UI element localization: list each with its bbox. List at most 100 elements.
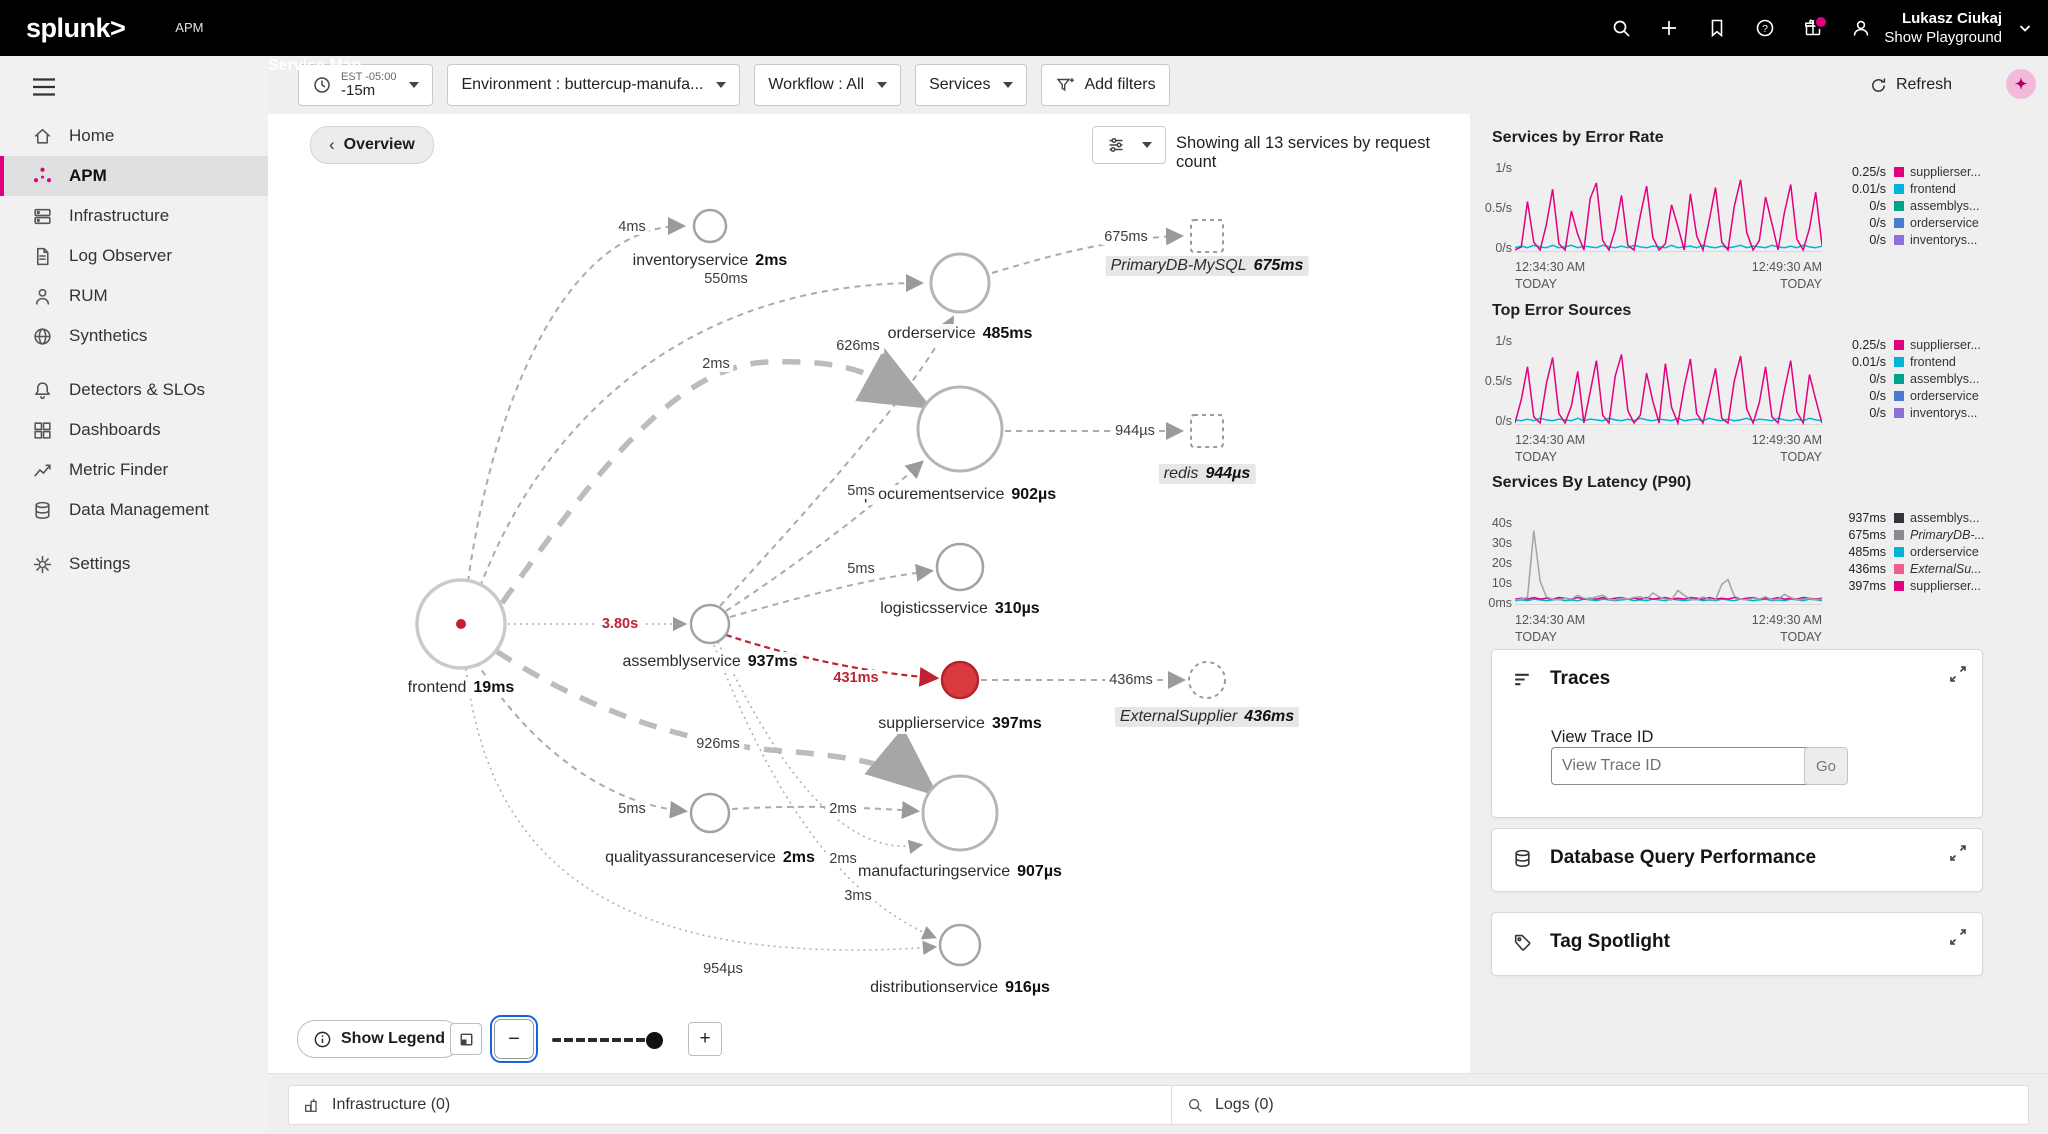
apm-icon <box>33 167 52 182</box>
sidebar-item-apm[interactable]: APM <box>0 156 268 196</box>
user-names: Lukasz Ciukaj Show Playground <box>1884 9 2002 48</box>
service-node-procurementservice[interactable] <box>916 385 1004 473</box>
sidebar-item-metric-finder[interactable]: Metric Finder <box>0 450 268 490</box>
y-axis-tick: 0ms <box>1488 596 1512 610</box>
sidebar-item-detectors-slos[interactable]: Detectors & SLOs <box>0 370 268 410</box>
logs-drawer[interactable]: Logs (0) <box>1171 1085 2029 1125</box>
db-query-performance-title: Database Query Performance <box>1550 847 1817 868</box>
service-node-primarydb-mysql[interactable] <box>1190 219 1224 253</box>
service-node-assemblyservice[interactable] <box>689 603 731 645</box>
zoom-in-button[interactable]: + <box>688 1022 722 1056</box>
service-node-manufacturingservice[interactable] <box>921 774 999 852</box>
service-node-logisticsservice[interactable] <box>935 542 985 592</box>
expand-icon[interactable] <box>1948 843 1968 863</box>
sidebar-item-rum[interactable]: RUM <box>0 276 268 316</box>
user-org: Show Playground <box>1884 29 2002 46</box>
map-display-options[interactable] <box>1092 126 1166 164</box>
sidebar-item-data-management[interactable]: Data Management <box>0 490 268 530</box>
rum-icon <box>35 288 50 305</box>
search-icon[interactable] <box>1610 17 1632 39</box>
topbar: splunk> APM Service Map ? Lukasz Ciukaj … <box>0 0 2048 74</box>
show-legend-label: Show Legend <box>341 1030 445 1047</box>
sidebar-item-label: Log Observer <box>69 246 172 265</box>
user-menu[interactable]: Lukasz Ciukaj Show Playground <box>1850 9 2031 48</box>
sidebar-item-home[interactable]: Home <box>0 116 268 156</box>
environment-filter[interactable]: Environment : buttercup-manufa... <box>447 64 741 106</box>
service-node-qualityassuranceservice[interactable] <box>689 792 731 834</box>
logs-drawer-label: Logs (0) <box>1215 1096 1274 1113</box>
fit-to-screen-button[interactable] <box>450 1023 482 1055</box>
help-icon[interactable]: ? <box>1754 17 1776 39</box>
chart-title-latency: Services By Latency (P90) <box>1492 474 1692 491</box>
sidebar-item-synthetics[interactable]: Synthetics <box>0 316 268 356</box>
y-axis-tick: 40s <box>1491 516 1512 530</box>
menu-toggle-icon[interactable] <box>32 78 56 96</box>
service-node-redis[interactable] <box>1190 414 1224 448</box>
infrastructure-drawer[interactable]: Infrastructure (0) <box>288 1085 1190 1125</box>
database-icon <box>1515 849 1530 867</box>
database-query-performance-card[interactable]: Database Query Performance <box>1491 828 1983 892</box>
tag-spotlight-card[interactable]: Tag Spotlight <box>1491 912 1983 976</box>
service-node-supplierservice[interactable] <box>940 660 980 700</box>
sidebar-item-infrastructure[interactable]: Infrastructure <box>0 196 268 236</box>
sidebar-item-log-observer[interactable]: Log Observer <box>0 236 268 276</box>
chevron-down-icon <box>409 82 420 88</box>
splunk-logo[interactable]: splunk> <box>26 12 126 43</box>
overview-back-button[interactable]: ‹ Overview <box>310 126 434 164</box>
add-filters-label: Add filters <box>1084 76 1156 93</box>
y-axis-tick: 0/s <box>1495 241 1512 255</box>
gift-icon[interactable] <box>1802 15 1829 39</box>
filter-bar: EST -05:00 -15m Environment : buttercup-… <box>268 56 2048 114</box>
add-filters-button[interactable]: Add filters <box>1041 64 1170 106</box>
show-legend-button[interactable]: Show Legend <box>297 1020 461 1058</box>
trace-id-input[interactable] <box>1551 747 1811 785</box>
sidebar-item-dashboards[interactable]: Dashboards <box>0 410 268 450</box>
infrastructure-icon <box>305 1098 317 1112</box>
refresh-button[interactable]: Refresh <box>1869 76 1952 95</box>
service-node-distributionservice[interactable] <box>938 923 982 967</box>
sliders-icon <box>1109 137 1123 153</box>
map-summary-text: Showing all 13 services by request count <box>1176 134 1431 171</box>
add-icon[interactable] <box>1658 17 1680 39</box>
services-filter[interactable]: Services <box>915 64 1028 106</box>
y-axis-tick: 0.5/s <box>1484 201 1512 215</box>
bell-icon <box>35 381 50 399</box>
bookmark-icon[interactable] <box>1706 17 1728 39</box>
sidebar-item-settings[interactable]: Settings <box>0 544 268 584</box>
go-button[interactable]: Go <box>1804 747 1848 785</box>
workflow-filter[interactable]: Workflow : All <box>754 64 902 106</box>
service-node-inventoryservice[interactable] <box>692 208 728 244</box>
tag-icon <box>1514 934 1531 951</box>
zoom-slider-track[interactable] <box>552 1038 658 1042</box>
service-map-canvas[interactable] <box>268 159 1470 1075</box>
expand-icon[interactable] <box>1948 664 1968 684</box>
zoom-out-button[interactable]: − <box>490 1015 538 1063</box>
zoom-slider-handle[interactable] <box>646 1032 663 1049</box>
floating-action-button[interactable]: ✦ <box>2006 69 2036 99</box>
time-picker[interactable]: EST -05:00 -15m <box>298 64 434 106</box>
service-node-orderservice[interactable] <box>929 252 991 314</box>
expand-icon[interactable] <box>1948 927 1968 947</box>
database-icon <box>35 501 50 519</box>
service-node-externalsupplier[interactable] <box>1188 661 1226 699</box>
y-axis-tick: 20s <box>1491 556 1512 570</box>
